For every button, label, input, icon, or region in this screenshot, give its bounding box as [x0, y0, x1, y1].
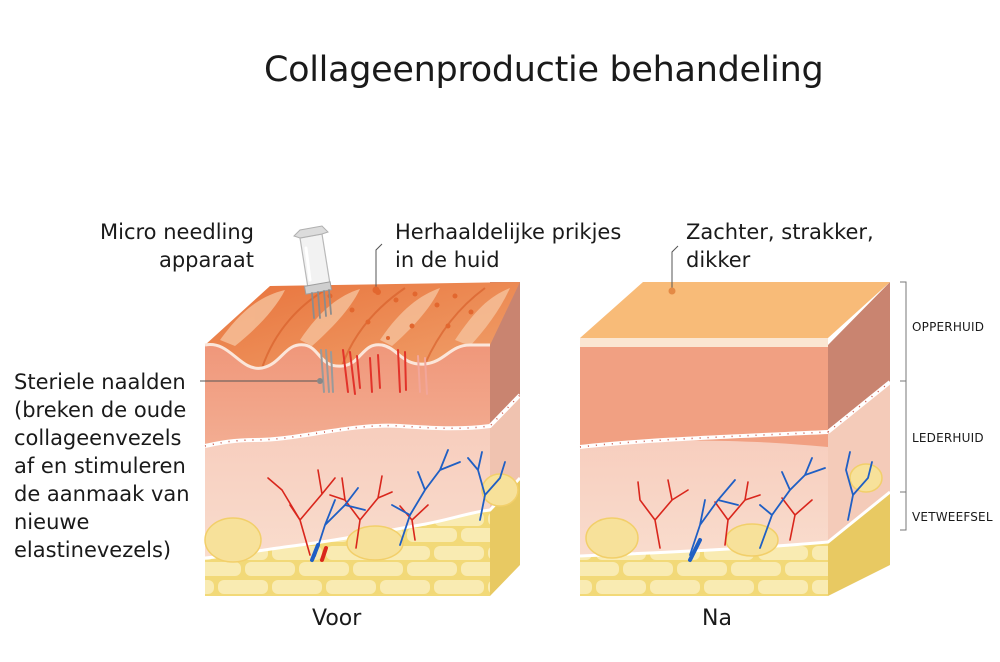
before-front-fat: [205, 510, 490, 596]
before-top-surface: [205, 282, 520, 369]
after-skin-block: [579, 282, 892, 596]
device-label: Micro needling apparaat: [100, 220, 254, 272]
result-label: Zachter, strakker, dikker: [686, 220, 874, 272]
pricks-label: Herhaaldelijke prikjes in de huid: [395, 220, 622, 272]
layer-label-dermis: LEDERHUID: [912, 431, 984, 445]
before-blood-vessels: [267, 449, 506, 562]
after-front-fat: [580, 542, 828, 596]
layer-label-fat: VETWEEFSEL: [912, 510, 993, 524]
caption-before: Voor: [312, 606, 362, 631]
layer-label-epidermis: OPPERHUID: [912, 320, 985, 334]
after-blood-vessels: [637, 451, 873, 562]
micro-needling-device: [293, 225, 333, 319]
leader-lines: [200, 243, 679, 382]
needles-label: Steriele naalden (breken de oude collage…: [14, 370, 190, 562]
caption-after: Na: [702, 606, 732, 631]
after-side-fat: [828, 492, 890, 596]
after-front-dermis: [580, 432, 828, 556]
after-front-epidermis: [580, 345, 828, 437]
sterile-needles: [320, 349, 334, 393]
after-top-surface: [580, 282, 890, 338]
before-side-fat: [490, 478, 520, 596]
before-skin-block: [204, 225, 522, 596]
layer-bracket: [900, 281, 907, 531]
page-title: Collageenproductie behandeling: [264, 50, 824, 90]
